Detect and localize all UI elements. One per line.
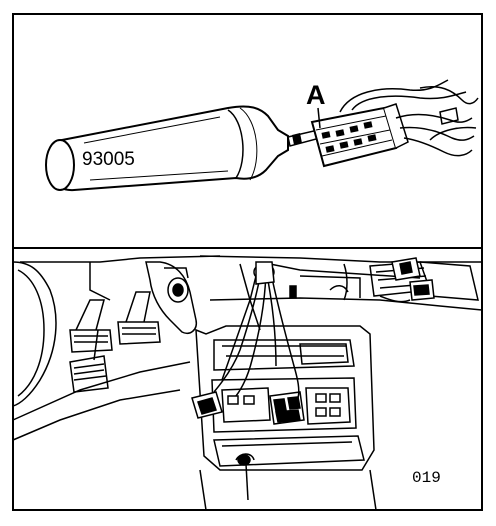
connector-block bbox=[310, 103, 409, 168]
pedal-brake bbox=[117, 291, 161, 345]
console-switch-block bbox=[269, 391, 305, 425]
pedal-clutch bbox=[69, 299, 113, 353]
switch-connectors bbox=[379, 257, 435, 303]
figure-number: 019 bbox=[412, 469, 441, 487]
dash-top-edge bbox=[199, 255, 482, 263]
callout-a: A bbox=[306, 80, 326, 129]
tool-handle: 93005 bbox=[45, 105, 289, 192]
hanging-connector bbox=[191, 391, 223, 419]
harness-wires bbox=[213, 261, 300, 399]
center-console bbox=[195, 325, 375, 471]
dashboard-panel bbox=[12, 255, 483, 511]
callout-a-label: A bbox=[306, 80, 326, 110]
wire-bundle bbox=[339, 79, 479, 157]
tool-number-label: 93005 bbox=[82, 149, 135, 170]
pedal-accelerator bbox=[69, 329, 109, 393]
tool-detail-panel: 93005 bbox=[45, 79, 479, 192]
steering-column-shroud bbox=[12, 261, 57, 407]
column-cover bbox=[145, 261, 198, 334]
